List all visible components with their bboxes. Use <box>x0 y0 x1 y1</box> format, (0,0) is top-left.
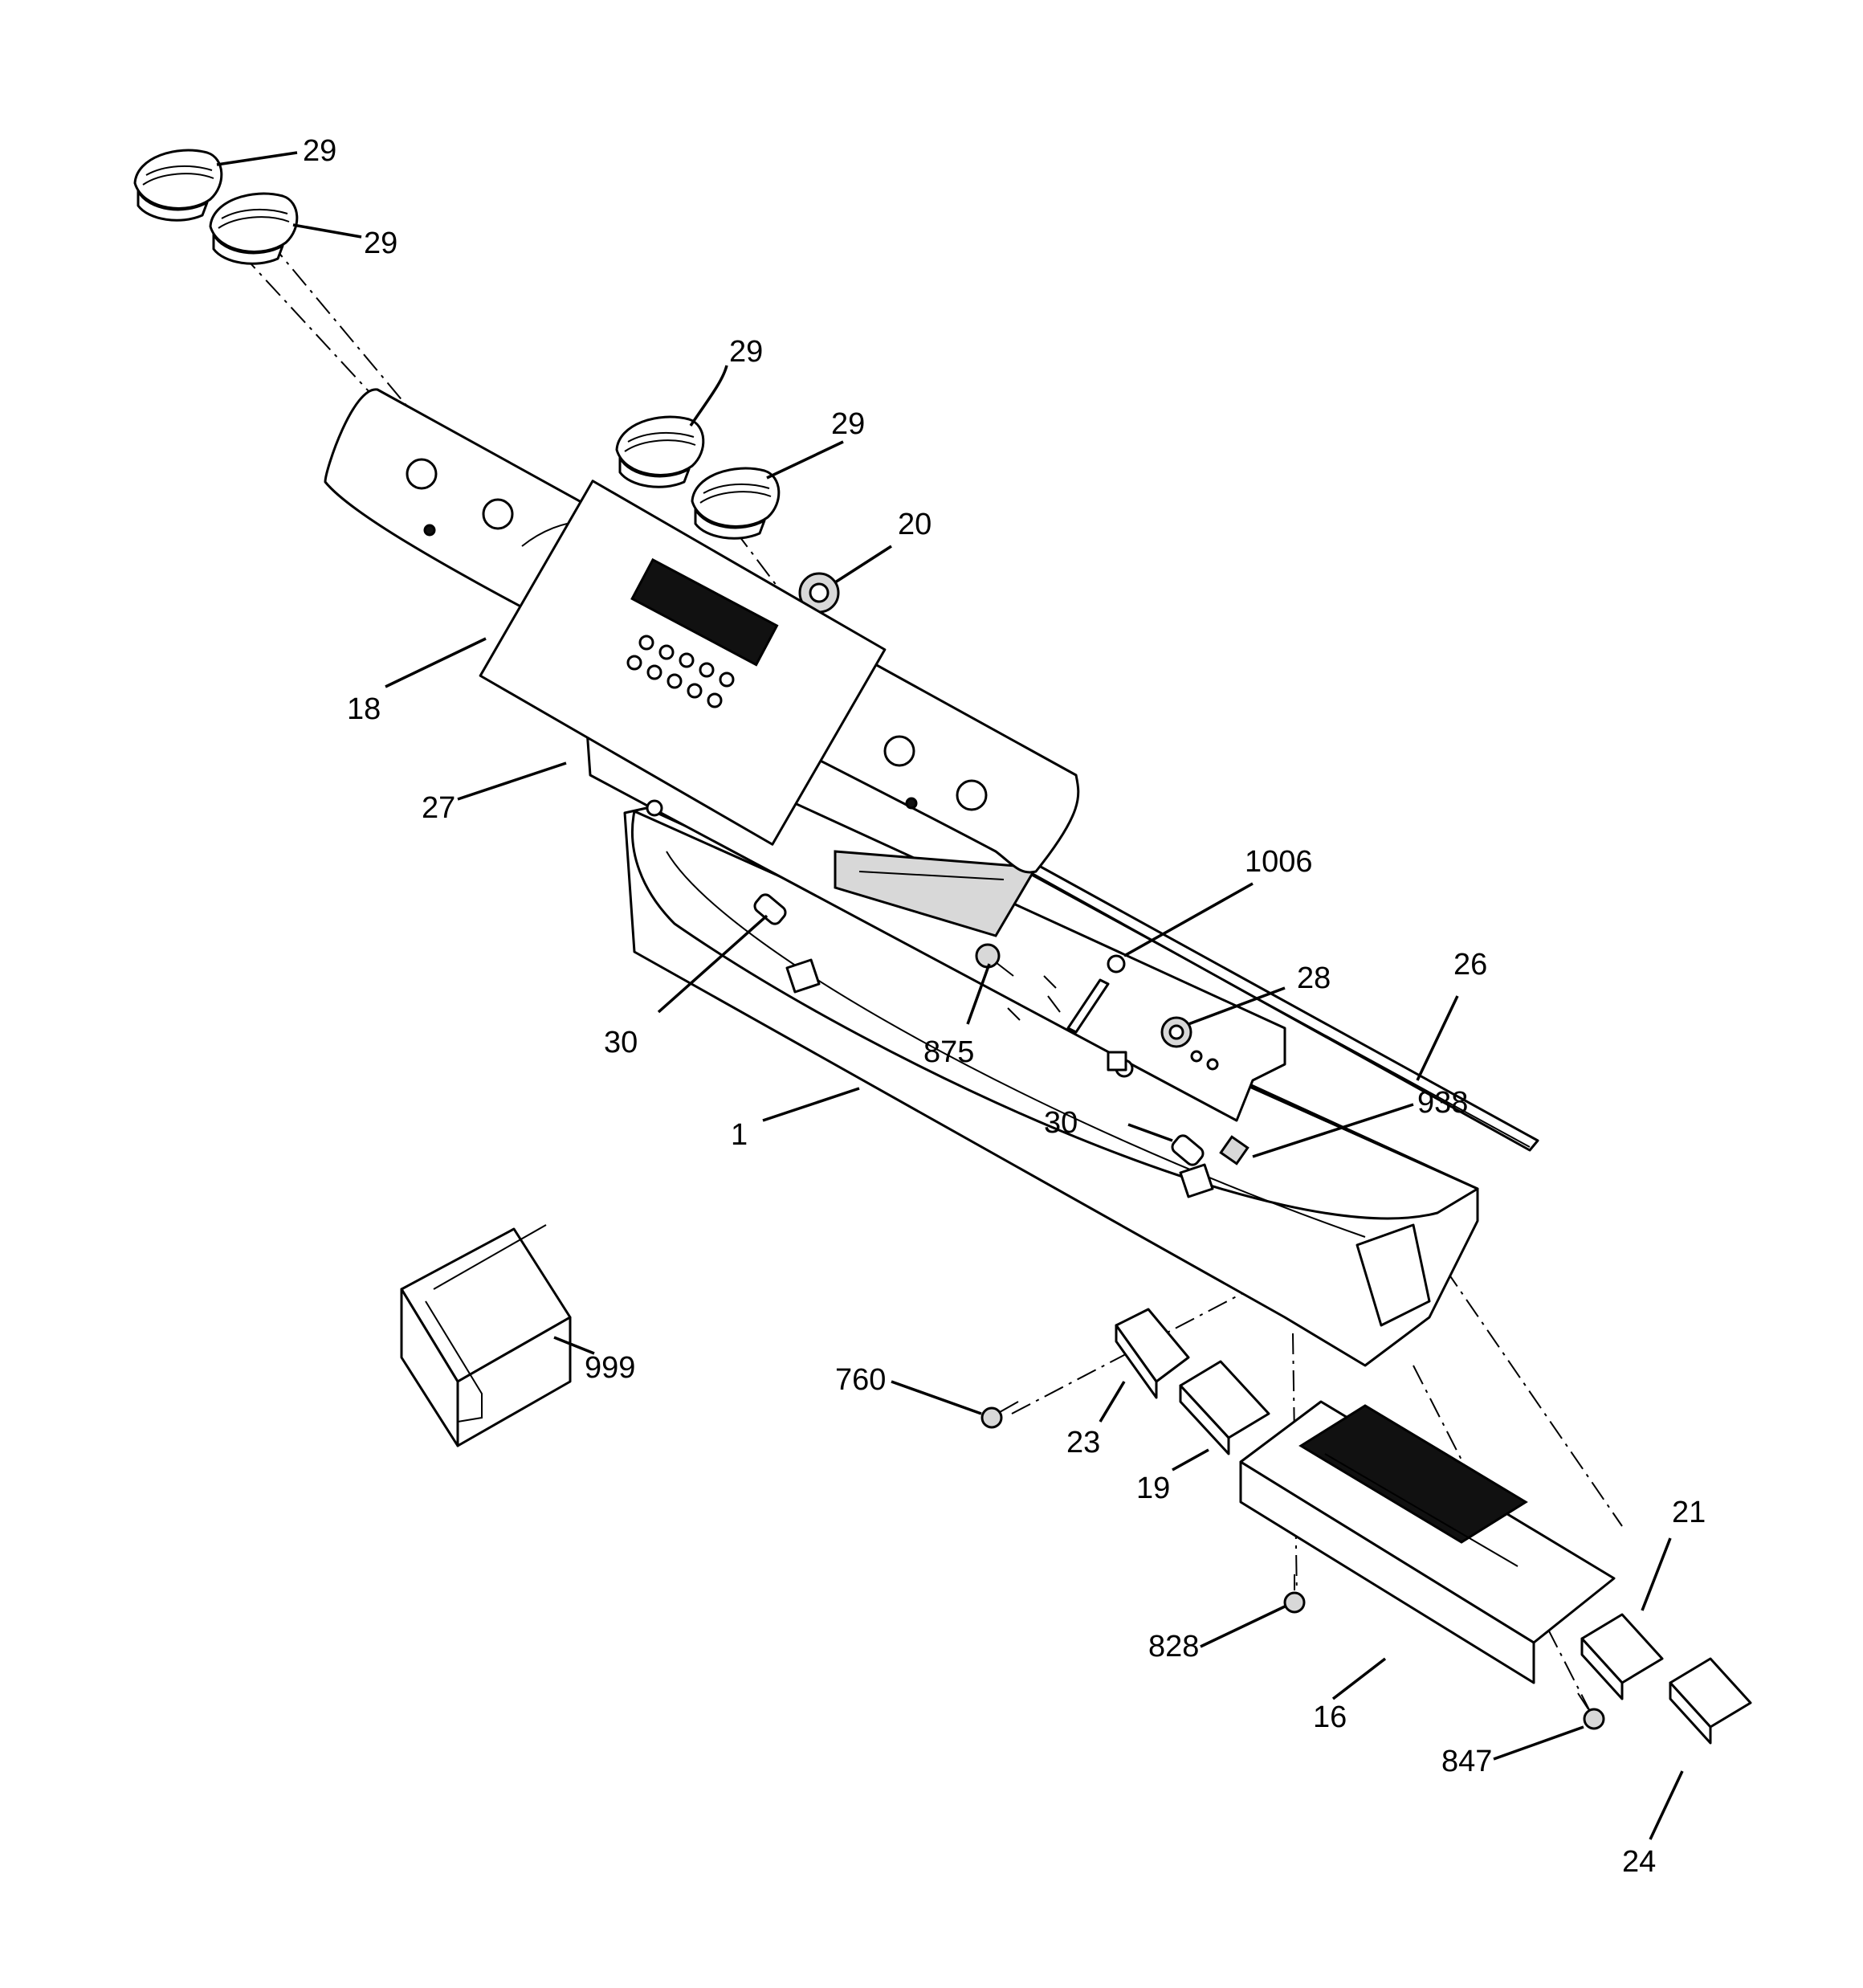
knob-29-b <box>209 192 299 265</box>
callout-1006: 1006 <box>1245 845 1313 879</box>
callout-19: 19 <box>1136 1472 1170 1505</box>
part-19-switch <box>1179 1360 1270 1455</box>
part-1006-clip <box>1107 954 1126 974</box>
callout-938: 938 <box>1417 1086 1468 1120</box>
knob-29-a <box>133 149 223 222</box>
callout-29-d: 29 <box>831 407 865 441</box>
callout-29-c: 29 <box>729 335 763 369</box>
knob-29-c <box>615 415 705 488</box>
part-875-screw <box>975 943 1014 977</box>
callout-29-b: 29 <box>364 227 397 260</box>
callout-21: 21 <box>1672 1496 1706 1529</box>
part-999-box <box>400 1224 572 1447</box>
callout-999: 999 <box>585 1351 635 1385</box>
knob-29-d <box>691 467 781 540</box>
part-18-control-panel <box>324 388 1080 874</box>
callout-28: 28 <box>1297 961 1331 995</box>
part-828-screw <box>1283 1574 1306 1614</box>
callout-30-b: 30 <box>1044 1106 1078 1140</box>
part-847-screw <box>1577 1692 1605 1730</box>
callout-27: 27 <box>422 791 455 825</box>
part-30-b-pin <box>1171 1134 1205 1166</box>
callout-16: 16 <box>1313 1700 1347 1734</box>
part-938-clip <box>1219 1135 1249 1165</box>
part-16-display-board <box>1239 1400 1616 1684</box>
part-1-housing <box>623 806 1479 1367</box>
callout-26: 26 <box>1453 948 1487 982</box>
callout-847: 847 <box>1441 1745 1492 1778</box>
leader-lines <box>216 151 1684 1840</box>
callouts: 29 29 29 29 20 18 27 1006 28 26 30 875 3… <box>303 134 1706 1879</box>
callout-20: 20 <box>898 508 932 541</box>
callout-30-a: 30 <box>604 1026 638 1059</box>
callout-24: 24 <box>1622 1845 1656 1879</box>
callout-760: 760 <box>835 1363 886 1397</box>
part-20-clip <box>798 572 840 614</box>
callout-18: 18 <box>347 692 381 726</box>
part-28-button <box>1160 1016 1192 1048</box>
callout-23: 23 <box>1066 1426 1100 1459</box>
part-23-switch <box>1115 1308 1190 1399</box>
part-21-switch <box>1580 1613 1664 1700</box>
callout-1: 1 <box>731 1118 748 1152</box>
part-24-switch <box>1669 1657 1752 1745</box>
callout-875: 875 <box>923 1035 974 1069</box>
part-760-screw <box>980 1401 1019 1429</box>
callout-828: 828 <box>1148 1630 1199 1663</box>
callout-29-a: 29 <box>303 134 336 168</box>
